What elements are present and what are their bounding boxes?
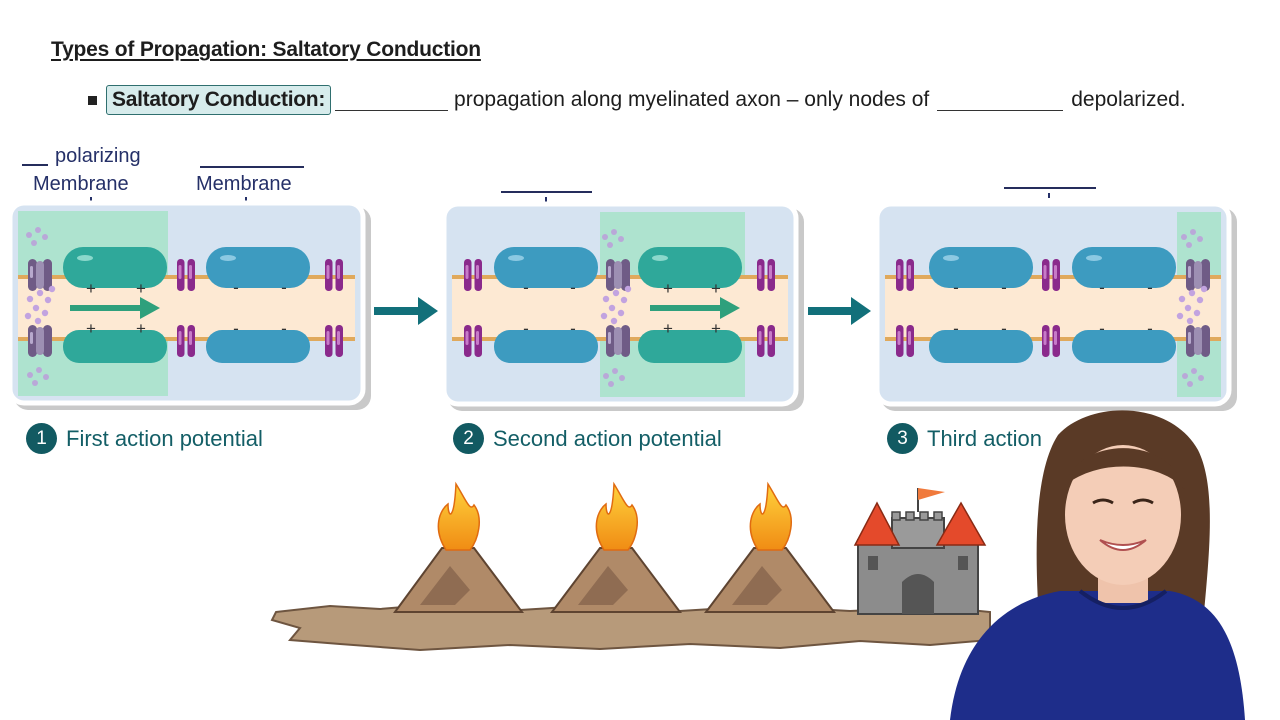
arrow-right-icon — [808, 297, 871, 325]
label-membrane-1: Membrane — [33, 173, 129, 195]
charge-sign: - — [1099, 278, 1105, 297]
panel-3: - - - - - - - - — [874, 201, 1237, 411]
step-text: Third action — [927, 425, 1042, 451]
open-sodium-channel-icon — [28, 259, 52, 291]
charge-sign: - — [523, 319, 529, 338]
charge-sign: - — [1147, 278, 1153, 297]
term-box: Saltatory Conduction: — [106, 85, 332, 115]
term-text: Saltatory Conduction — [112, 88, 319, 111]
open-sodium-channel-icon — [28, 325, 52, 357]
arrow-right-icon — [374, 297, 438, 325]
label-blank-4 — [1004, 187, 1096, 189]
charge-sign: + — [663, 279, 673, 298]
charge-sign: + — [136, 279, 146, 298]
charge-sign: - — [281, 319, 287, 338]
volcano-icon — [393, 481, 524, 613]
presenter-video-overlay — [950, 410, 1245, 720]
label-membrane-2: Membrane — [196, 173, 292, 195]
definition-row: Saltatory Conduction: propagation along … — [88, 84, 1186, 116]
fill-blank-1 — [335, 90, 449, 111]
step-text: Second action potential — [493, 425, 722, 451]
fill-blank-2 — [937, 90, 1064, 111]
charge-sign: + — [711, 279, 721, 298]
charge-sign: - — [1001, 319, 1007, 338]
label-blank-1 — [22, 164, 48, 166]
charge-sign: - — [233, 319, 239, 338]
step-number-badge: 1 — [26, 423, 57, 454]
panel-1: + + + + - - - - — [7, 200, 371, 410]
label-polarizing: polarizing — [55, 145, 141, 167]
step-3-label: 3 Third action — [887, 423, 1042, 454]
charge-sign: - — [953, 278, 959, 297]
charge-sign: + — [136, 319, 146, 338]
label-blank-3 — [501, 191, 592, 193]
volcano-castle-illustration — [270, 481, 991, 652]
open-sodium-channel-icon — [1186, 325, 1210, 357]
castle-icon — [853, 488, 987, 615]
charge-sign: - — [1001, 278, 1007, 297]
definition-end-text: depolarized. — [1071, 88, 1186, 111]
charge-sign: - — [953, 319, 959, 338]
step-number-badge: 3 — [887, 423, 918, 454]
charge-sign: - — [523, 278, 529, 297]
definition-middle-text: propagation along myelinated axon – only… — [454, 88, 930, 111]
charge-sign: - — [1147, 319, 1153, 338]
current-arrow-icon — [70, 297, 160, 319]
open-sodium-channel-icon — [606, 325, 630, 357]
presenter-face — [1065, 445, 1181, 585]
current-arrow-icon — [650, 297, 740, 319]
step-1-label: 1 First action potential — [26, 423, 263, 454]
open-sodium-channel-icon — [1186, 259, 1210, 291]
step-text: First action potential — [66, 425, 263, 451]
charge-sign: - — [570, 278, 576, 297]
open-sodium-channel-icon — [606, 259, 630, 291]
bullet-square-icon — [88, 95, 97, 105]
charge-sign: - — [1099, 319, 1105, 338]
volcano-icon — [550, 481, 682, 613]
charge-sign: + — [711, 319, 721, 338]
charge-sign: + — [86, 279, 96, 298]
step-number-badge: 2 — [453, 423, 484, 454]
charge-sign: + — [86, 319, 96, 338]
volcano-icon — [704, 481, 836, 613]
step-2-label: 2 Second action potential — [453, 423, 722, 454]
charge-sign: - — [233, 278, 239, 297]
page-title: Types of Propagation: Saltatory Conducti… — [51, 38, 481, 61]
charge-sign: - — [281, 278, 287, 297]
panel-2: - - - - + + + + — [441, 201, 804, 411]
charge-sign: + — [663, 319, 673, 338]
label-blank-2 — [200, 166, 304, 168]
charge-sign: - — [570, 319, 576, 338]
